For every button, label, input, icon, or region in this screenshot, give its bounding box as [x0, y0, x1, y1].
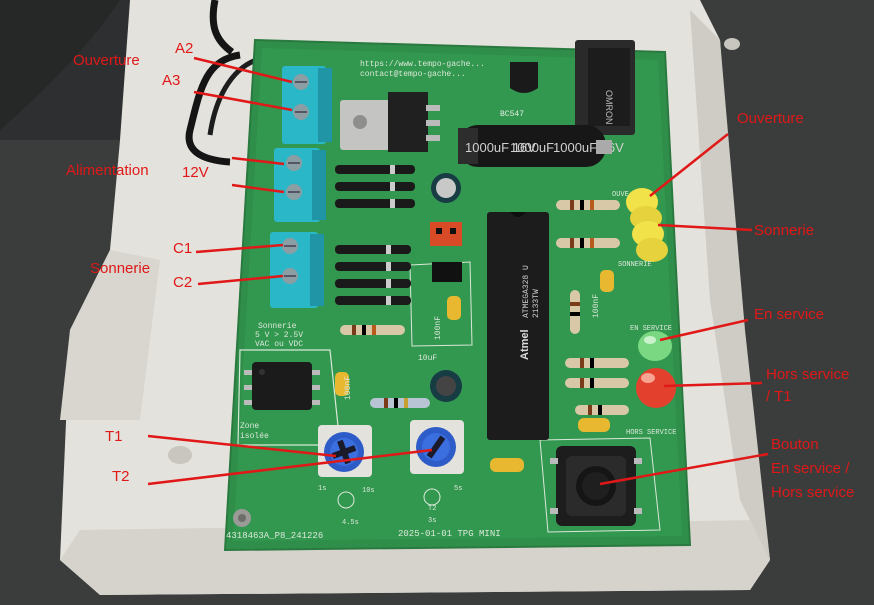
led-sonnerie: [632, 221, 668, 262]
annotation-lines: [147, 56, 769, 486]
label-12v: 12V: [182, 164, 209, 181]
svg-text:https://www.tempo-gache...: https://www.tempo-gache...: [360, 60, 485, 69]
svg-text:5 V > 2.5V: 5 V > 2.5V: [255, 331, 303, 340]
label-sonnerie-left: Sonnerie: [90, 260, 151, 277]
svg-text:3s: 3s: [428, 517, 436, 525]
label-t2: T2: [112, 468, 130, 485]
svg-text:100nF: 100nF: [592, 294, 601, 318]
svg-text:OMRON: OMRON: [604, 90, 614, 125]
label-hors-service-t1: / T1: [766, 388, 792, 405]
terminal-alimentation: [274, 148, 326, 222]
svg-text:Zone: Zone: [240, 422, 259, 431]
label-bouton: Bouton: [771, 436, 819, 453]
capacitor-bank: 1000uF 16V 1000uF 1000uF 16V: [458, 125, 624, 167]
svg-text:Atmel: Atmel: [519, 329, 531, 360]
label-en-service: En service: [754, 306, 825, 323]
label-bouton-hors-service: Hors service: [771, 484, 855, 501]
svg-text:5s: 5s: [454, 485, 462, 493]
led-en-service: [638, 331, 672, 361]
svg-text:Sonnerie: Sonnerie: [258, 322, 297, 331]
label-t1: T1: [105, 428, 123, 445]
svg-text:10uF: 10uF: [418, 354, 437, 363]
svg-text:100nF: 100nF: [344, 376, 353, 400]
voltage-regulator: [340, 92, 440, 152]
label-ouverture-right: Ouverture: [737, 110, 804, 127]
svg-text:BC547: BC547: [500, 110, 524, 119]
optocoupler: [244, 362, 320, 410]
label-hors-service: Hors service: [766, 366, 850, 383]
label-c2: C2: [173, 274, 193, 291]
terminal-ouverture: [282, 66, 332, 144]
label-sonnerie-right: Sonnerie: [754, 222, 815, 239]
svg-text:ATMEGA328 U: ATMEGA328 U: [522, 265, 531, 318]
trimmer-t2: [410, 420, 464, 474]
push-button-en-service: [550, 446, 642, 526]
svg-text:isolée: isolée: [240, 432, 269, 441]
diodes-bottom: [335, 245, 411, 305]
svg-text:1000uF 16V: 1000uF 16V: [465, 140, 536, 155]
svg-text:10s: 10s: [362, 487, 375, 495]
svg-text:EN SERVICE: EN SERVICE: [630, 325, 672, 333]
label-a2: A2: [175, 40, 194, 57]
trimmer-t1: [318, 425, 372, 477]
svg-text:T2: T2: [428, 505, 436, 513]
terminal-sonnerie: [270, 232, 324, 308]
label-alimentation: Alimentation: [66, 162, 149, 179]
svg-text:OUVE: OUVE: [612, 191, 629, 199]
label-ouverture-left: Ouverture: [73, 52, 140, 69]
label-c1: C1: [173, 240, 193, 257]
relay: OMRON: [575, 40, 635, 135]
svg-text:4.5s: 4.5s: [342, 519, 359, 527]
svg-text:4318463A_P8_241226: 4318463A_P8_241226: [226, 531, 323, 541]
label-a3: A3: [162, 72, 181, 89]
led-hors-service: [636, 368, 676, 408]
svg-text:1000uF 16V: 1000uF 16V: [553, 140, 624, 155]
microcontroller: Atmel ATMEGA328 U 2133TW: [487, 212, 549, 440]
svg-text:2133TW: 2133TW: [532, 289, 541, 318]
transistor: BC547: [500, 62, 538, 119]
svg-text:SONNERIE: SONNERIE: [618, 261, 652, 269]
label-bouton-en-service: En service /: [771, 460, 850, 477]
svg-text:1s: 1s: [318, 485, 326, 493]
svg-text:2025-01-01 TPG MINI: 2025-01-01 TPG MINI: [398, 529, 501, 539]
diodes-top: [335, 165, 415, 208]
svg-text:100nF: 100nF: [434, 316, 443, 340]
svg-text:VAC ou VDC: VAC ou VDC: [255, 340, 303, 349]
svg-text:1000uF: 1000uF: [510, 140, 554, 155]
svg-text:contact@tempo-gache...: contact@tempo-gache...: [360, 70, 466, 79]
svg-text:HORS SERVICE: HORS SERVICE: [626, 429, 676, 437]
